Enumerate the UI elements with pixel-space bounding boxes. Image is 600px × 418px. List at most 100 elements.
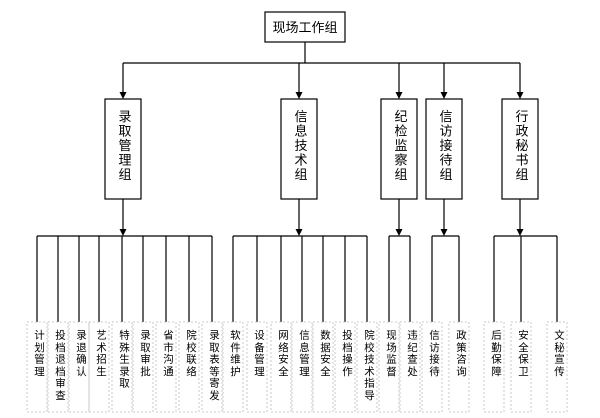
group-label-0-char: 取 (116, 124, 132, 137)
task-label-0-4-char: 特 (118, 329, 130, 340)
group-label-0: 录取管理组 (116, 110, 132, 181)
group-label-2: 纪检监察组 (392, 110, 408, 181)
task-label-1-5-char: 作 (341, 365, 353, 376)
task-label-1-3: 信息管理 (298, 329, 310, 376)
task-label-0-8-char: 等 (208, 364, 220, 375)
task-label-4-2-char: 宣 (553, 352, 565, 363)
task-label-4-0-char: 障 (490, 364, 502, 376)
task-label-0-8-char: 取 (208, 341, 220, 352)
task-label-0-8-char: 表 (208, 352, 220, 364)
task-label-3-1-char: 询 (455, 364, 467, 376)
group-1-arrow-head (295, 92, 303, 99)
task-label-1-5-char: 投 (341, 328, 353, 340)
group-label-1-char: 技 (292, 139, 308, 152)
group-box-1 (280, 98, 318, 200)
task-box-0-4 (111, 321, 133, 413)
group-label-3-char: 待 (437, 153, 453, 166)
group-4-arrow-head (516, 92, 524, 99)
task-label-4-1: 安全保卫 (517, 328, 529, 375)
task-box-0-6 (155, 321, 177, 413)
group-label-4: 行政秘书组 (513, 110, 529, 181)
task-box-0-5 (132, 321, 154, 413)
group-label-2-char: 纪 (392, 110, 408, 123)
task-label-1-6-char: 技 (363, 352, 375, 364)
task-label-0-1-char: 档 (54, 364, 66, 375)
task-label-1-3-char: 理 (298, 365, 310, 376)
task-label-1-4-char: 全 (319, 364, 331, 375)
group-4-stem-head (516, 229, 524, 236)
task-label-4-0: 后勤保障 (490, 329, 502, 376)
group-0-stem-head (119, 229, 127, 236)
task-label-0-5-char: 录 (139, 329, 151, 340)
task-label-0-7: 院校联络 (185, 328, 197, 376)
group-box-2 (380, 98, 418, 200)
task-label-0-2-char: 退 (75, 341, 87, 352)
group-label-4-char: 政 (513, 124, 529, 137)
task-label-1-0-char: 维 (229, 352, 241, 363)
task-label-0-2: 录退确认 (75, 329, 87, 376)
task-label-0-8-char: 录 (208, 329, 220, 340)
task-label-3-1: 政策咨询 (455, 328, 467, 376)
task-box-4-1 (510, 321, 532, 413)
task-label-2-1-char: 查 (406, 352, 418, 363)
task-label-1-1-char: 备 (253, 340, 265, 352)
group-label-3-char: 信 (437, 110, 453, 123)
task-label-1-0-char: 护 (229, 364, 241, 376)
task-label-0-1-char: 投 (54, 328, 66, 340)
task-label-1-6: 院校技术指导 (363, 328, 375, 399)
task-box-3-1 (448, 321, 470, 413)
task-box-0-8 (201, 321, 223, 413)
group-label-1-char: 信 (292, 110, 308, 123)
task-label-1-4: 数据安全 (319, 328, 331, 375)
task-label-1-4-char: 安 (319, 352, 331, 364)
task-box-1-1 (246, 321, 268, 413)
task-label-4-2-char: 传 (553, 365, 565, 376)
task-label-3-1-char: 策 (455, 340, 467, 352)
task-label-2-1-char: 违 (406, 329, 418, 340)
group-label-0-char: 录 (116, 110, 132, 123)
task-label-1-5-char: 档 (341, 340, 353, 351)
task-label-0-4-char: 殊 (118, 340, 130, 352)
group-label-4-char: 组 (513, 168, 529, 181)
root-box (264, 11, 346, 43)
group-label-4-char: 行 (513, 110, 529, 124)
task-label-4-1-char: 保 (517, 352, 529, 364)
task-label-0-1-char: 审 (54, 376, 66, 388)
task-label-0-3-char: 艺 (95, 329, 107, 340)
task-label-4-0-char: 勤 (490, 340, 502, 352)
task-box-0-2 (68, 321, 90, 413)
task-box-0-1 (47, 321, 69, 413)
root-label: 现场工作组 (272, 21, 337, 36)
group-label-3-char: 访 (437, 124, 453, 138)
task-label-0-3-char: 招 (95, 352, 107, 364)
task-label-1-3-char: 管 (298, 352, 310, 364)
task-label-2-1: 违纪查处 (406, 329, 418, 376)
task-label-0-4-char: 生 (118, 352, 130, 363)
task-box-2-0 (378, 321, 400, 413)
task-label-0-5: 录取审批 (139, 329, 151, 376)
task-label-2-0-char: 督 (385, 364, 397, 375)
task-label-1-2-char: 全 (277, 364, 289, 375)
task-label-4-2-char: 文 (553, 328, 565, 340)
task-label-0-6-char: 市 (162, 340, 174, 352)
task-box-1-0 (222, 321, 244, 413)
task-label-0-2-char: 录 (75, 329, 87, 340)
task-box-1-3 (291, 321, 313, 413)
task-box-2-1 (399, 321, 421, 413)
task-label-1-1-char: 理 (253, 365, 265, 376)
group-label-0-char: 管 (116, 139, 132, 153)
task-label-2-0-char: 监 (385, 352, 397, 363)
group-label-1-char: 术 (292, 153, 308, 166)
task-box-0-0 (26, 321, 48, 413)
group-box-4 (501, 98, 539, 200)
task-box-0-7 (178, 321, 200, 413)
group-label-1: 信息技术组 (292, 110, 308, 181)
task-label-1-2-char: 安 (277, 352, 289, 364)
task-label-0-6: 省市沟通 (162, 328, 174, 375)
task-label-4-2: 文秘宣传 (553, 328, 565, 376)
task-label-0-8-char: 寄 (208, 376, 220, 388)
group-3-arrow-head (440, 92, 448, 99)
task-label-1-6-char: 校 (363, 340, 375, 352)
task-label-0-8-char: 发 (208, 388, 220, 400)
task-label-2-1-char: 处 (406, 365, 418, 376)
